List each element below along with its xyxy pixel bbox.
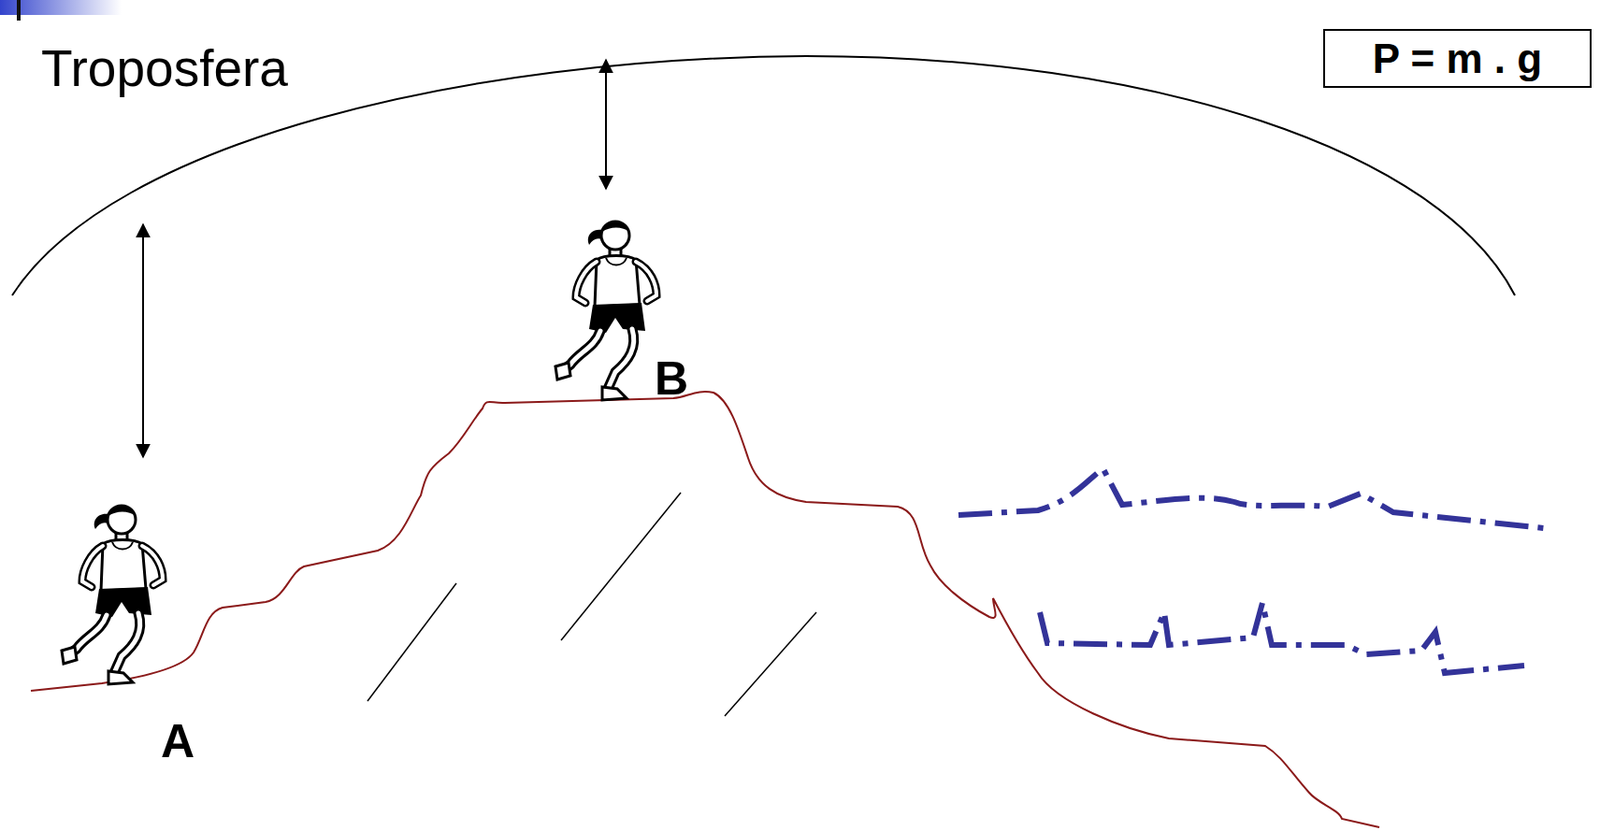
formula-box: P = m . g xyxy=(1323,28,1592,88)
point-label: A xyxy=(160,718,195,765)
runner-a xyxy=(61,505,163,685)
point-label: B xyxy=(654,355,689,403)
region-label: Troposfera xyxy=(41,43,289,95)
formula-text: P = m . g xyxy=(1359,35,1556,83)
runner-b xyxy=(555,221,657,401)
